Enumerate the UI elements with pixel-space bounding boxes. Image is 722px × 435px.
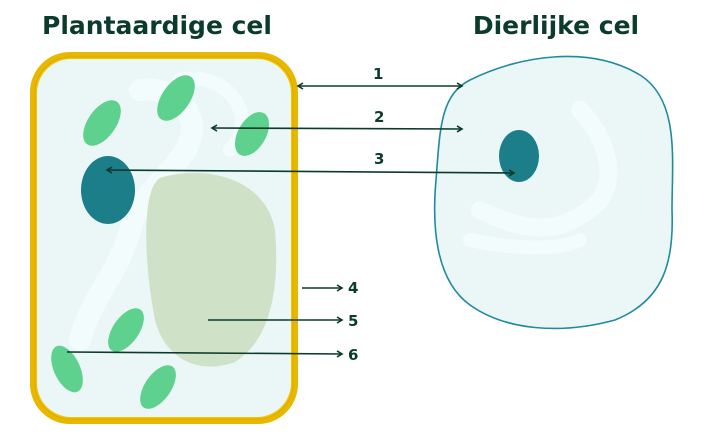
arrow-6 [66,350,344,358]
label-6: 6 [348,346,358,364]
plant-cell-title: Plantaardige cel [42,11,272,40]
chloroplast [108,308,144,352]
animal-cell [433,55,674,330]
plant-cell [30,52,298,424]
chloroplast [140,365,176,409]
nucleus [499,130,539,182]
chloroplast [83,100,121,146]
chloroplast [157,75,195,121]
arrow-2 [210,124,464,133]
label-4: 4 [348,279,358,297]
vacuole [146,172,277,367]
label-2: 2 [374,108,384,126]
label-1: 1 [373,65,383,83]
label-3: 3 [374,150,384,168]
chloroplast [234,112,270,156]
nucleus [81,156,135,224]
label-5: 5 [348,312,358,330]
cell-membrane [433,55,674,330]
arrow-3 [105,166,516,177]
chloroplast [51,345,83,393]
animal-cell-title: Dierlijke cel [473,11,639,40]
